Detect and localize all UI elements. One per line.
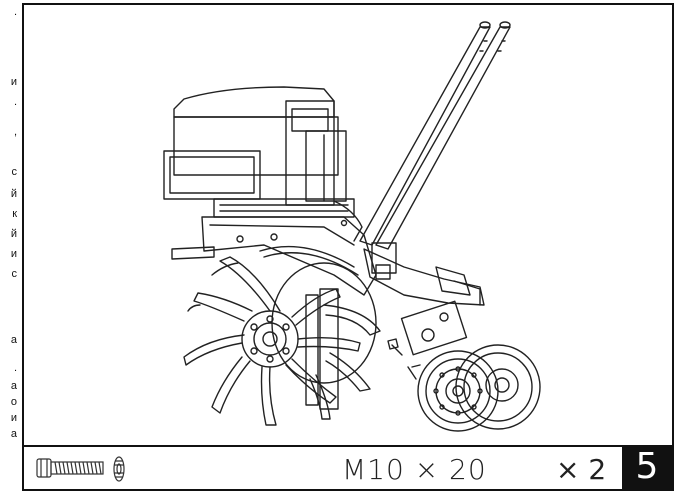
tine-assembly <box>183 256 381 426</box>
washer-icon <box>113 456 125 482</box>
margin-char: и <box>10 76 17 88</box>
chassis <box>171 200 377 410</box>
margin-char: . <box>13 362 17 374</box>
handle-bars <box>359 21 511 250</box>
margin-char: а <box>10 428 17 440</box>
margin-char: а <box>10 380 17 392</box>
left-margin-text: . и . , с й к й и с а . а о и а <box>0 0 20 496</box>
margin-char: . <box>13 6 17 18</box>
parts-footer: M10 × 20 × 2 5 <box>24 445 672 489</box>
margin-char: й <box>10 228 17 240</box>
margin-char: и <box>10 412 17 424</box>
margin-char: й <box>10 188 17 200</box>
step-number: 5 <box>622 445 672 489</box>
wheel-bracket <box>363 242 485 380</box>
rear-wheel <box>455 344 541 430</box>
margin-char: с <box>11 166 18 178</box>
tiller-assembly-drawing <box>163 21 541 432</box>
engine <box>163 86 355 218</box>
bolt-spec: M10 × 20 <box>342 453 487 486</box>
margin-char: и <box>10 248 17 260</box>
margin-char: а <box>10 334 17 346</box>
bolt-icon <box>36 458 104 478</box>
instruction-frame: M10 × 20 × 2 5 <box>22 3 674 491</box>
bolt-quantity: × 2 <box>556 453 607 486</box>
margin-char: о <box>10 396 17 408</box>
margin-char: , <box>13 126 17 138</box>
margin-char: . <box>13 96 17 108</box>
margin-char: к <box>12 208 17 220</box>
margin-char: с <box>11 268 18 280</box>
front-wheel <box>417 350 499 432</box>
